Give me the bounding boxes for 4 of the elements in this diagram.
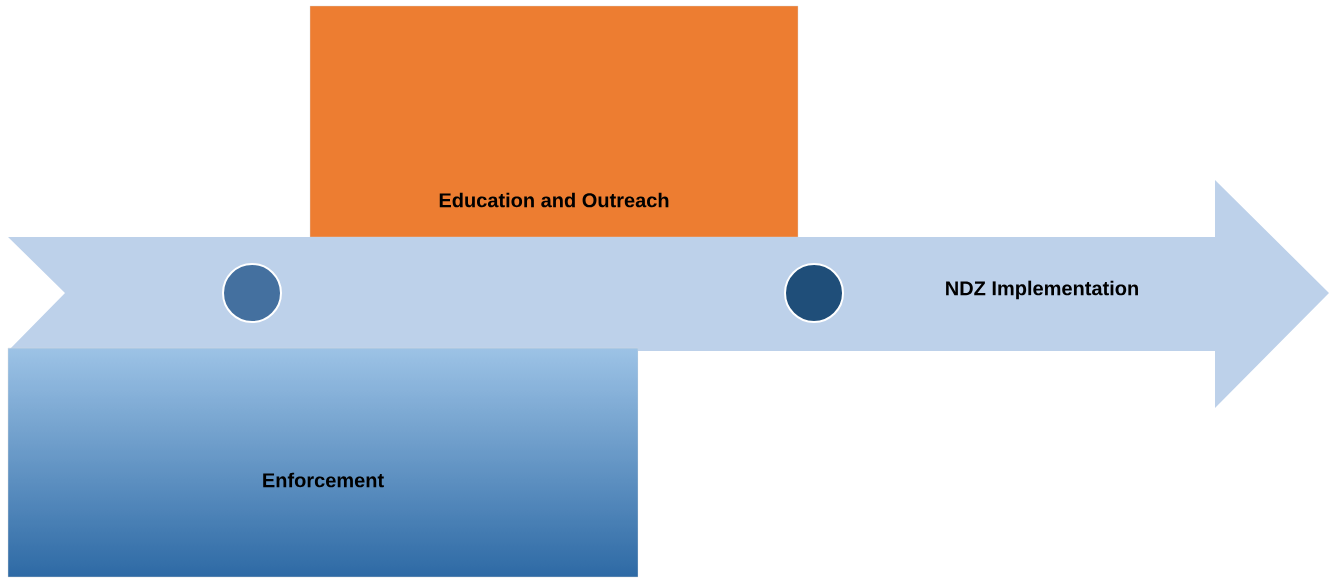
timeline-dot <box>784 263 844 323</box>
phase-box: Education and Outreach <box>309 5 799 238</box>
phase-box: Enforcement <box>7 347 639 578</box>
timeline-dot <box>222 263 282 323</box>
